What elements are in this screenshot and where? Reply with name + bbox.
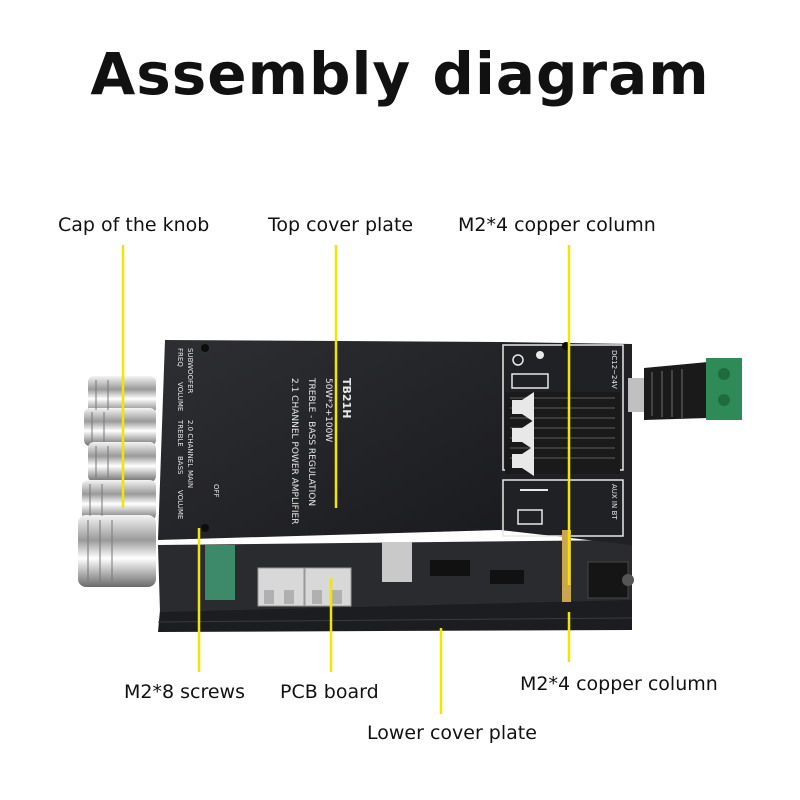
- top-screw-2: [201, 524, 209, 532]
- top-cover-plate: [158, 340, 500, 540]
- label-copper-column-top: M2*4 copper column: [458, 214, 656, 236]
- knob-4: [82, 480, 156, 520]
- board-off-text: OFF: [212, 484, 220, 498]
- knobs: [78, 376, 156, 587]
- board-line2-text: 2.1 CHANNEL POWER AMPLIFIER: [289, 378, 299, 524]
- label-screws: M2*8 screws: [124, 681, 245, 703]
- dc-connector: [628, 358, 742, 420]
- copper-column: [562, 530, 571, 602]
- pcb-capacitor: [382, 542, 412, 582]
- board-power-text: 50W*2+100W: [323, 378, 333, 442]
- board-freq-text: FREQ: [176, 348, 184, 367]
- leader-lines: [121, 245, 571, 714]
- diagram-title: Assembly diagram: [90, 40, 710, 108]
- board-channel-text: 2.0 CHANNEL: [186, 420, 194, 467]
- board-volume-text-1: VOLUME: [176, 382, 184, 411]
- label-copper-column-bottom: M2*4 copper column: [520, 673, 718, 695]
- speaker-icons: [512, 392, 534, 476]
- knob-5: [78, 515, 156, 587]
- board-main-volume-text: VOLUME: [176, 490, 184, 519]
- label-top-cover-plate: Top cover plate: [268, 214, 414, 236]
- label-lower-cover-plate: Lower cover plate: [367, 722, 537, 744]
- board-subwoofer-text: SUBWOOFER: [186, 348, 194, 394]
- pcb-green-component: [205, 545, 235, 600]
- knob-2: [84, 408, 156, 446]
- label-pcb-board: PCB board: [280, 681, 379, 703]
- board-line1-text: TREBLE - BASS REGULATION: [306, 377, 316, 506]
- top-screw-1: [201, 344, 209, 352]
- lower-cover-plate: [158, 598, 632, 632]
- label-cap-of-knob: Cap of the knob: [58, 214, 210, 236]
- pcb-audio-jack: [587, 561, 629, 599]
- board-bass-text: BASS: [176, 456, 184, 475]
- board-main-text: MAIN: [186, 470, 194, 488]
- board-treble-text: TREBLE: [176, 419, 184, 447]
- board-bt-text: AUX IN BT: [610, 484, 618, 520]
- pcb-connector-2: [304, 567, 352, 607]
- board-model-text: TB21H: [340, 378, 353, 418]
- board-dc-input-text: DC12~24V: [610, 350, 618, 389]
